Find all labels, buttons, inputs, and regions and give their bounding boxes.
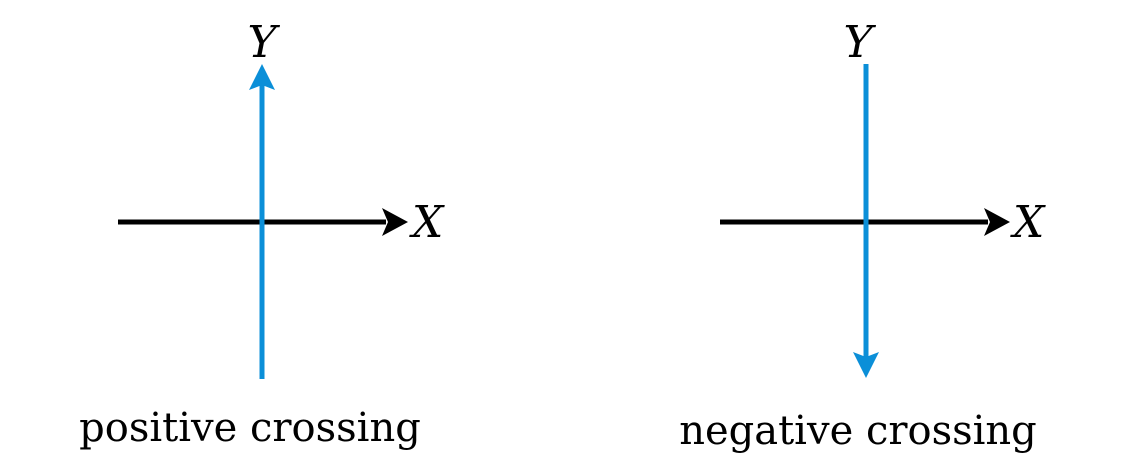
negative-crossing-panel: Y X negative crossing	[679, 17, 1046, 454]
x-axis-arrowhead	[984, 208, 1010, 236]
x-axis-label: X	[409, 197, 445, 248]
positive-crossing-panel: Y X positive crossing	[79, 17, 445, 451]
y-axis-arrowhead-up	[249, 64, 275, 90]
x-axis-arrowhead	[382, 208, 408, 236]
y-axis-arrowhead-down	[853, 352, 879, 378]
y-axis-label: Y	[843, 17, 876, 68]
caption-positive: positive crossing	[79, 405, 421, 451]
caption-negative: negative crossing	[679, 408, 1037, 454]
y-axis-label: Y	[247, 17, 280, 68]
x-axis-label: X	[1010, 197, 1046, 248]
